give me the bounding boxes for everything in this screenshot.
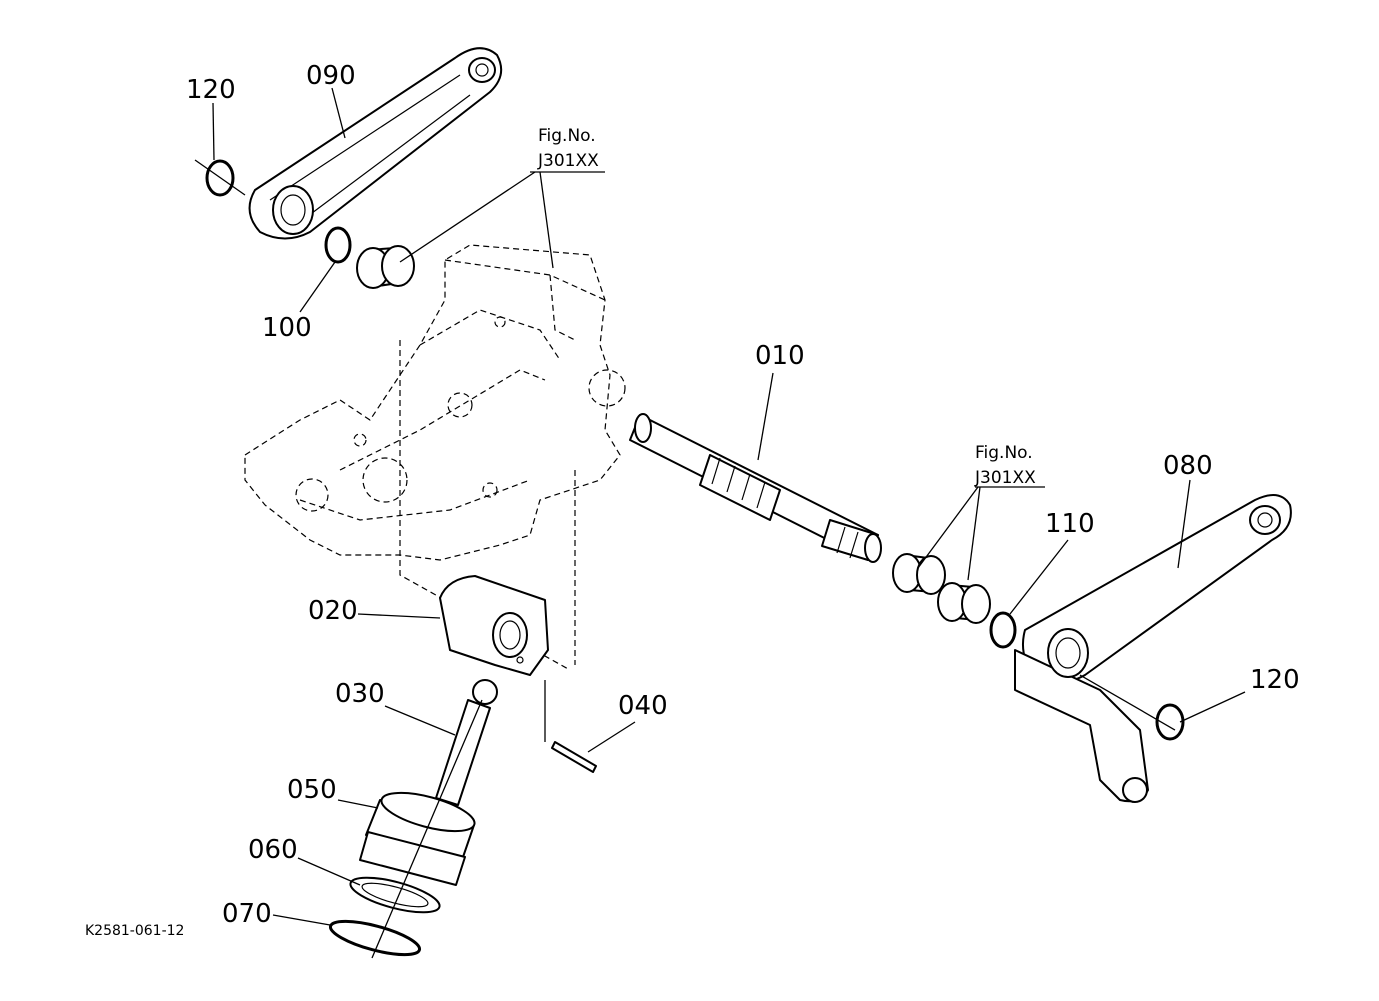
label-090: 090 bbox=[306, 61, 356, 91]
label-080: 080 bbox=[1163, 451, 1213, 481]
fig-ref-lower-line2: J301XX bbox=[974, 468, 1036, 488]
label-050: 050 bbox=[287, 775, 337, 805]
label-010: 010 bbox=[755, 341, 805, 371]
lift-lever-020 bbox=[439, 575, 549, 676]
o-ring-100 bbox=[324, 226, 352, 264]
label-100: 100 bbox=[262, 313, 312, 343]
fig-ref-lower-line1: Fig.No. bbox=[975, 443, 1033, 463]
label-020: 020 bbox=[308, 596, 358, 626]
o-ring-070 bbox=[328, 919, 422, 957]
piston-rod-030 bbox=[435, 679, 498, 806]
drawing-code: K2581-061-12 bbox=[85, 923, 184, 939]
lift-arm-080 bbox=[1014, 494, 1292, 803]
fig-ref-upper-line2: J301XX bbox=[537, 151, 599, 171]
leader-lines bbox=[212, 87, 1246, 926]
label-070: 070 bbox=[222, 899, 272, 929]
circlip-120-right bbox=[1079, 674, 1185, 741]
bushing-lower-1 bbox=[892, 553, 946, 595]
lift-housing-reference bbox=[244, 244, 626, 671]
label-110: 110 bbox=[1045, 509, 1095, 539]
pin-040 bbox=[544, 680, 597, 773]
fig-ref-upper-line1: Fig.No. bbox=[538, 126, 596, 146]
piston-050 bbox=[359, 791, 476, 886]
lift-arm-090 bbox=[248, 47, 503, 240]
o-ring-110 bbox=[989, 611, 1017, 649]
bushing-lower-2 bbox=[937, 582, 991, 624]
backup-ring-060 bbox=[349, 876, 441, 914]
label-120-right: 120 bbox=[1250, 665, 1300, 695]
lift-shaft-010 bbox=[629, 413, 882, 563]
bushing-upper bbox=[356, 245, 415, 289]
circlip-120-left bbox=[194, 159, 246, 197]
label-040: 040 bbox=[618, 691, 668, 721]
label-060: 060 bbox=[248, 835, 298, 865]
label-120-left: 120 bbox=[186, 75, 236, 105]
label-030: 030 bbox=[335, 679, 385, 709]
